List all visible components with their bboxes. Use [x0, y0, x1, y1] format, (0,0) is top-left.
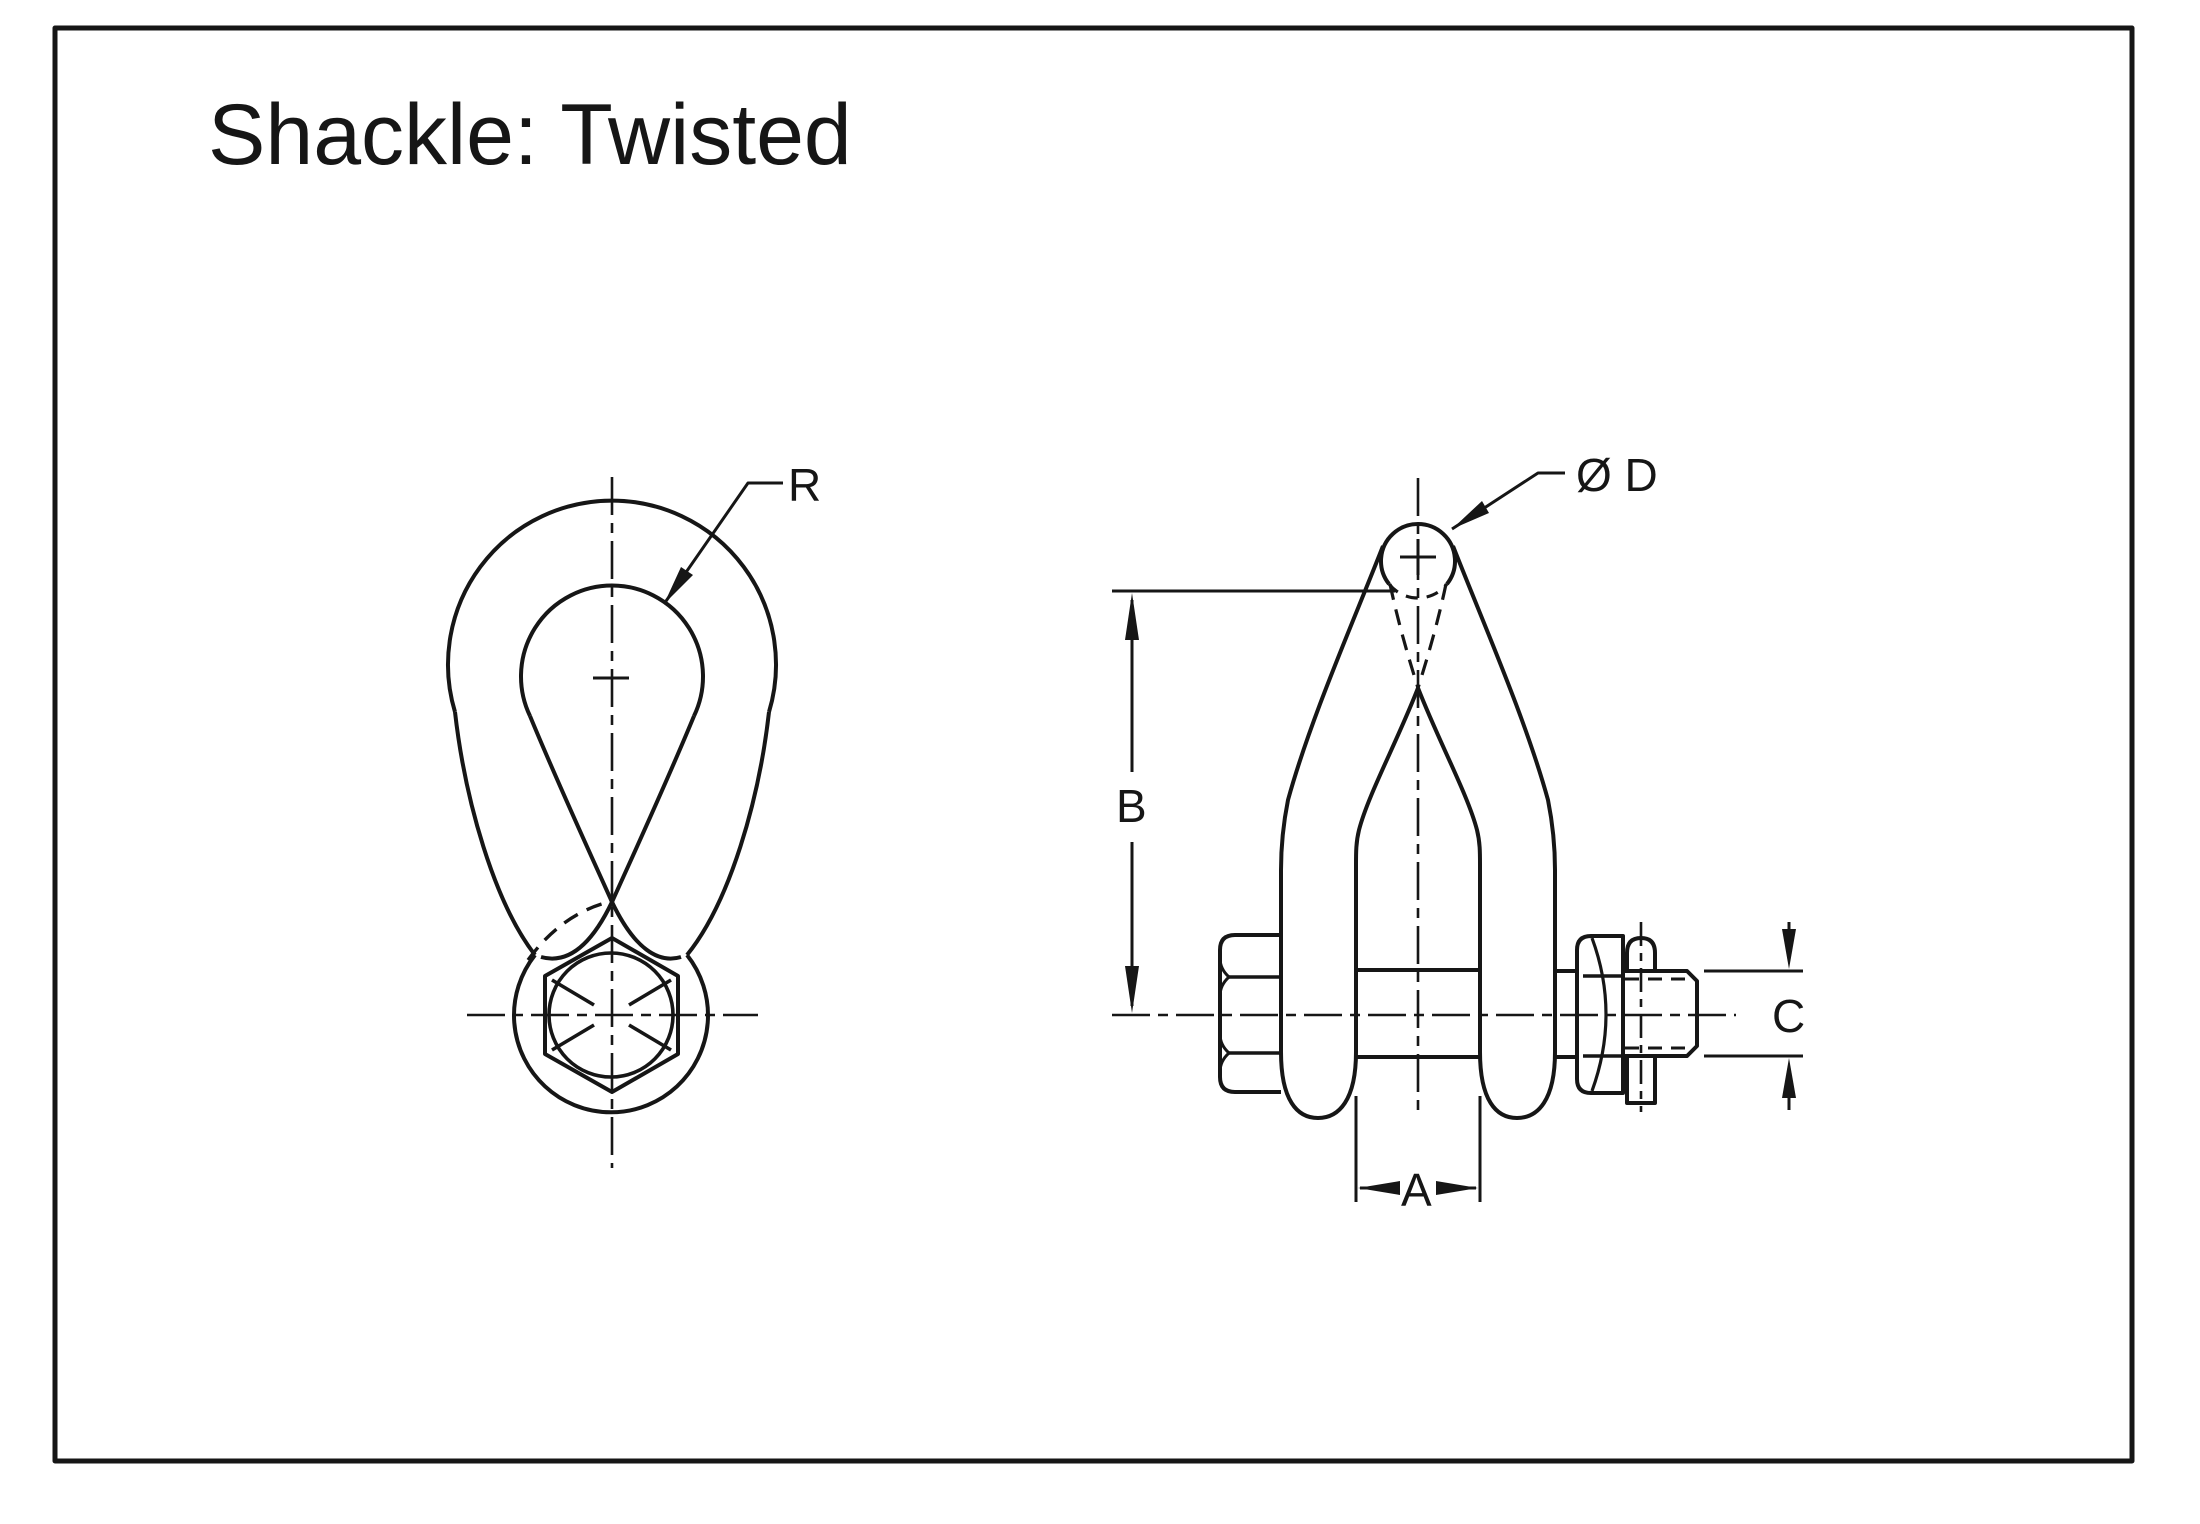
dim-b-label: B	[1116, 780, 1147, 832]
hex-spoke-upper-left	[551, 978, 595, 1007]
right-leg-outer-edge	[1451, 545, 1557, 1052]
dim-a-arrow-left	[1358, 1181, 1400, 1195]
nut-chamfer-curve	[1590, 937, 1608, 1092]
bolt-head-outline	[1218, 933, 1281, 1094]
radius-leader-line	[662, 481, 783, 605]
shackle-legs	[1279, 545, 1557, 1120]
nut-outline	[1575, 934, 1625, 1095]
hex-spoke-lower-right	[628, 1023, 672, 1052]
dim-b-arrow-up	[1125, 593, 1139, 640]
left-view-twisted-shackle-side: R	[446, 459, 821, 1168]
threaded-end-outline	[1623, 969, 1699, 1058]
hidden-strand-right	[1416, 583, 1448, 689]
radius-leader-arrowhead	[664, 567, 693, 604]
left-leg-outer-edge	[1279, 545, 1385, 1052]
pin-diameter-arrowhead	[1452, 501, 1489, 529]
hidden-twist-edge	[526, 901, 606, 962]
hex-spoke-upper-right	[628, 978, 672, 1007]
dim-c-label: C	[1772, 990, 1805, 1042]
left-inner-opening	[519, 583, 705, 962]
nut-and-pin-end	[1575, 934, 1699, 1105]
outer-left-side	[453, 711, 537, 957]
dimension-A: A	[1354, 1096, 1482, 1216]
drawing-title: Shackle: Twisted	[208, 87, 852, 183]
outer-right-side	[685, 711, 771, 957]
pin-shaft	[1356, 968, 1577, 1059]
radius-label: R	[788, 459, 821, 511]
inner-left-strand	[528, 715, 682, 961]
hex-head-outline	[543, 936, 680, 1094]
right-view-twisted-shackle-front: Ø D	[1112, 449, 1736, 1120]
right-view-centerlines	[1112, 478, 1736, 1118]
bolt-head-side-view	[1218, 933, 1281, 1094]
cotter-pin-bottom	[1625, 1056, 1657, 1105]
left-view-centerlines	[467, 477, 758, 1168]
left-ear-bottom	[1279, 1051, 1358, 1120]
outer-bow-arc	[446, 498, 778, 713]
dim-a-arrow-right	[1436, 1181, 1478, 1195]
dim-b-arrow-down	[1125, 966, 1139, 1013]
left-hex-bolt-end-view	[543, 936, 680, 1094]
cotter-pin-top	[1625, 936, 1657, 971]
pin-diameter-label: Ø D	[1576, 449, 1658, 501]
dimension-B: B	[1112, 589, 1395, 1013]
inner-right-strand	[540, 715, 696, 961]
dim-a-label: A	[1401, 1164, 1432, 1216]
right-leg-inner-edge	[1416, 687, 1482, 1052]
right-ear-bottom	[1478, 1051, 1557, 1120]
hex-spoke-lower-left	[551, 1023, 595, 1052]
eye-boss-circle	[512, 953, 710, 1115]
bow-circle-solid-arc	[1379, 522, 1457, 586]
pin-diameter-callout: Ø D	[1451, 449, 1658, 531]
dim-c-arrow-down	[1782, 929, 1796, 969]
dimension-C: C	[1704, 922, 1805, 1110]
radius-callout: R	[662, 459, 821, 605]
left-outer-body	[446, 498, 778, 1115]
bolt-head-chamfer-arcs	[1218, 957, 1231, 1073]
inner-bow-arc	[519, 583, 705, 717]
hidden-strand-left	[1388, 583, 1420, 689]
left-leg-inner-edge	[1354, 687, 1420, 1052]
dim-c-arrow-up	[1782, 1058, 1796, 1098]
sheet-border	[52, 25, 2135, 1464]
hex-chamfer-circle	[547, 951, 675, 1079]
